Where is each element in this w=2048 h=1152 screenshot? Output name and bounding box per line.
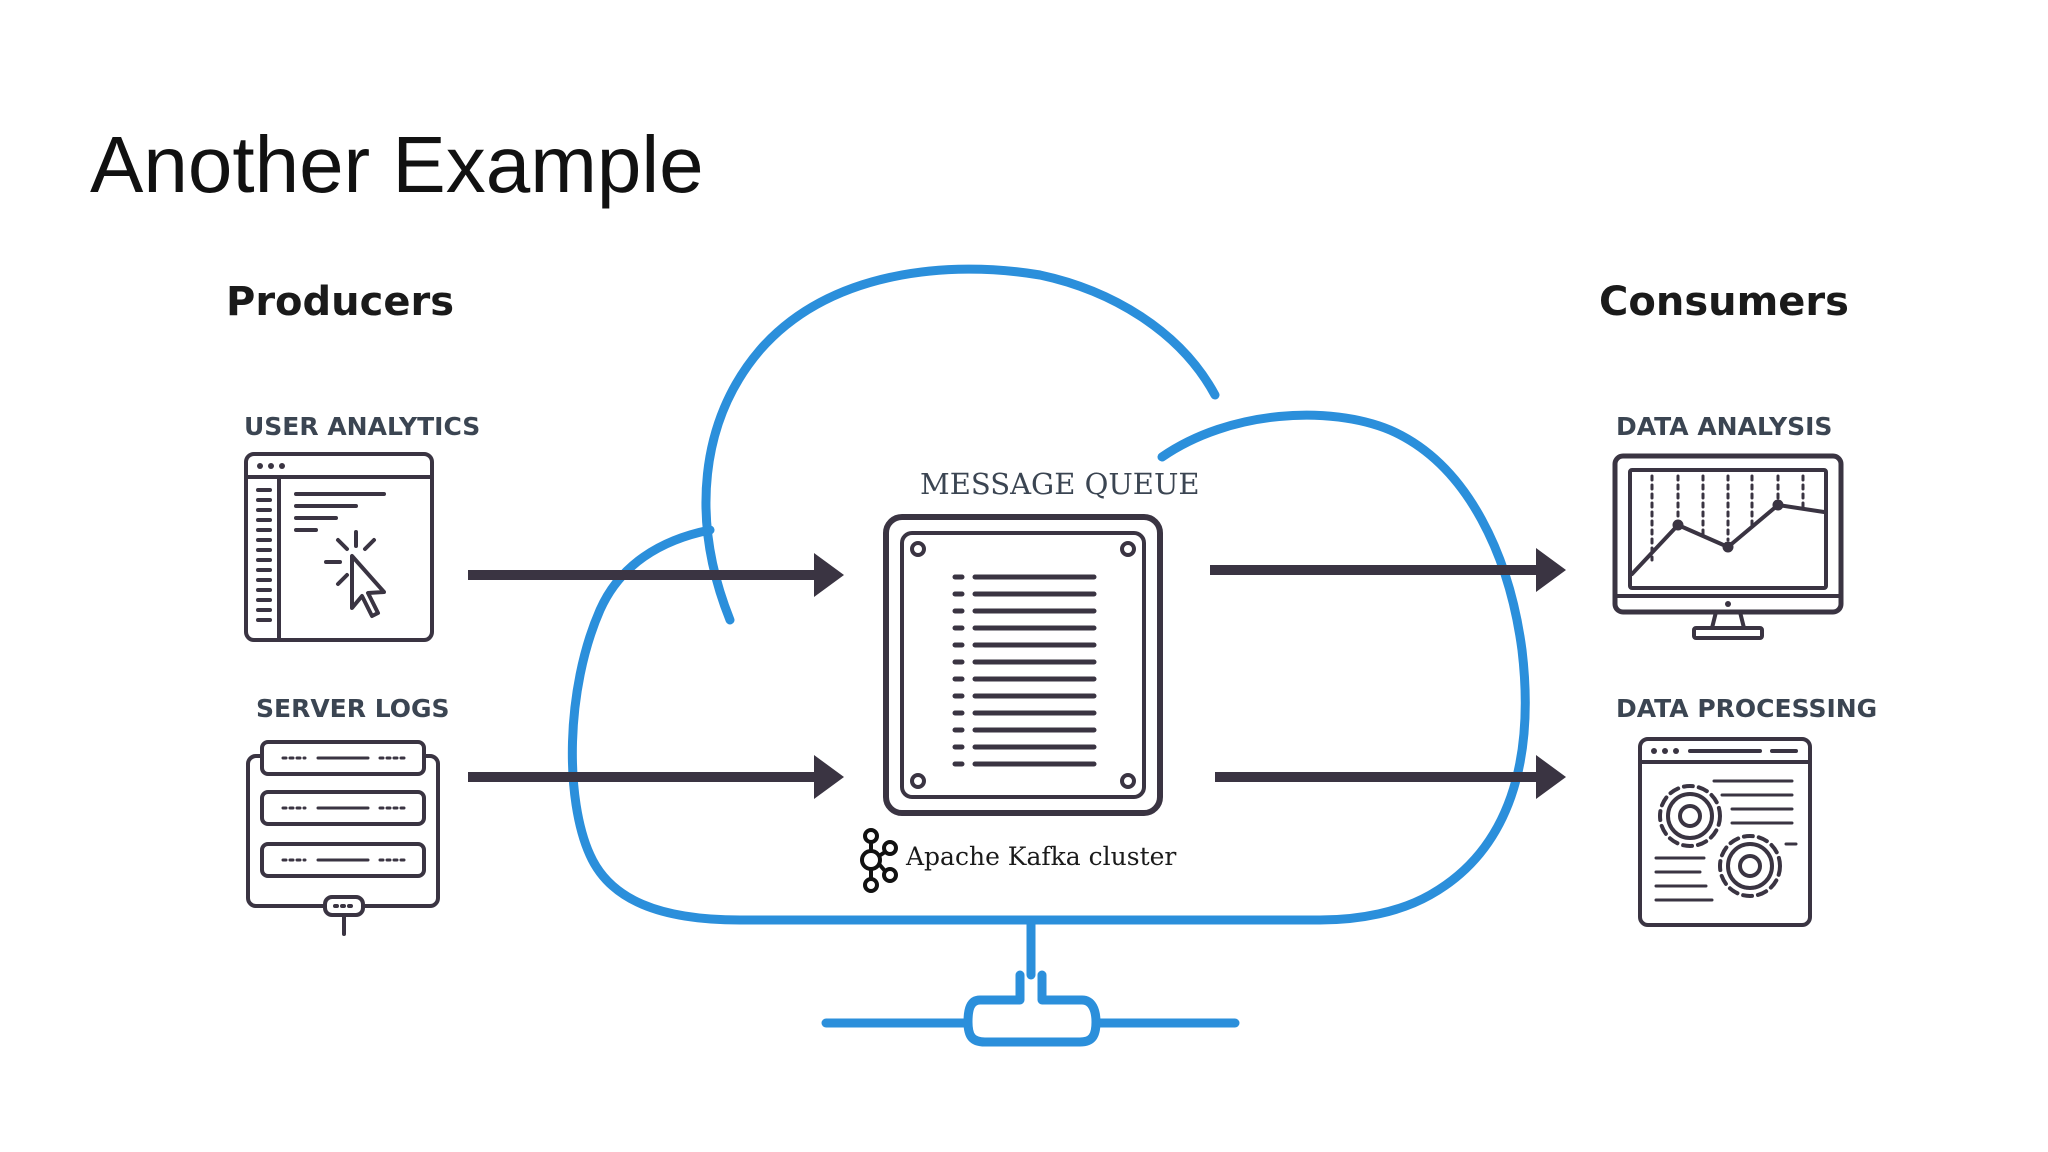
monitor-chart-icon [1612,453,1844,640]
cloud-outline [567,264,1530,1047]
arrow-head [814,755,844,799]
message-queue-label: MESSAGE QUEUE [920,467,1200,501]
server-rack-icon [246,740,440,936]
user-analytics-label: USER ANALYTICS [244,412,481,441]
arrow-head [1536,548,1566,592]
kafka-logo-icon [860,828,898,893]
slide-title: Another Example [90,120,704,209]
kafka-cluster-label: Apache Kafka cluster [906,842,1177,871]
message-queue-icon [883,514,1163,816]
consumers-heading: Consumers [1599,279,1849,325]
producers-heading: Producers [226,279,455,325]
browser-click-icon [244,452,434,642]
arrow-head [814,553,844,597]
producer-arrows [468,553,844,799]
data-analysis-label: DATA ANALYSIS [1616,412,1833,441]
arrow-head [1536,755,1566,799]
consumer-arrows [1210,548,1566,799]
server-logs-label: SERVER LOGS [256,694,450,723]
data-processing-label: DATA PROCESSING [1616,694,1878,723]
gears-window-icon [1638,737,1812,927]
